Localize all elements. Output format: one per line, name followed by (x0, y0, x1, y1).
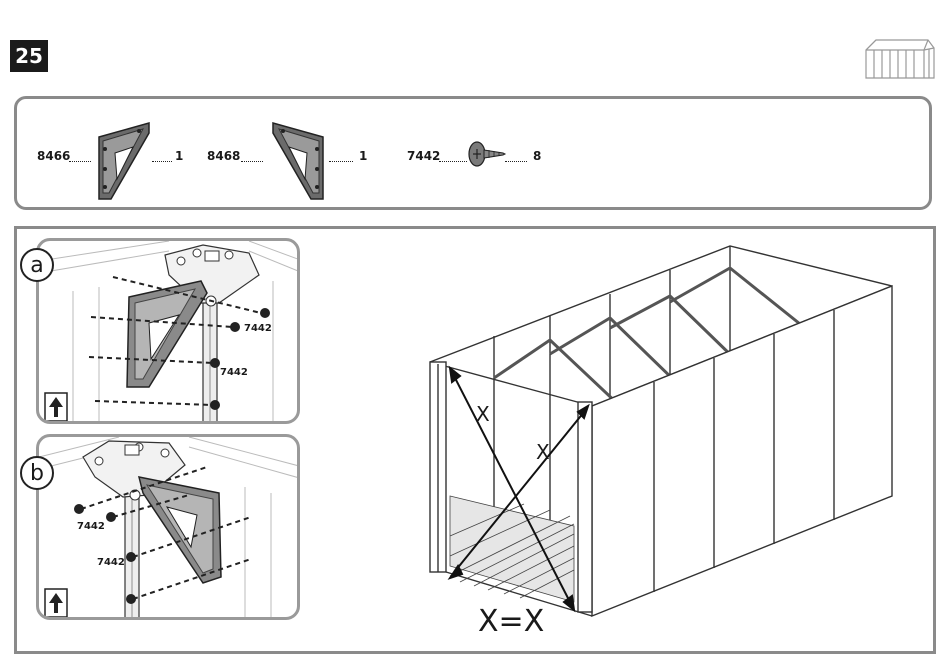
diagonal-label-2: X (536, 440, 550, 464)
screw-label: 7442 (77, 521, 105, 532)
parts-list-panel: 8466 1 8468 1 7442 8 (14, 96, 932, 210)
bracket-8468-icon (267, 119, 327, 203)
detail-a-panel: 7442 7442 (36, 238, 300, 424)
screw-label: 7442 (97, 557, 125, 568)
diagonal-label-1: X (476, 402, 490, 426)
diagonals-equal-note: X=X (478, 604, 544, 639)
shed-thumbnail-icon (862, 36, 938, 80)
dotted-leader (241, 161, 263, 162)
part-qty-8468: 1 (359, 149, 367, 163)
part-code-8466: 8466 (37, 149, 70, 163)
step-number-badge: 25 (10, 40, 48, 72)
up-orientation-icon (45, 393, 67, 421)
bracket-8466-icon (95, 119, 155, 203)
detail-a-label: a (20, 248, 54, 282)
up-orientation-icon (45, 589, 67, 617)
dotted-leader (69, 161, 91, 162)
part-code-7442: 7442 (407, 149, 440, 163)
dotted-leader (152, 161, 172, 162)
part-qty-7442: 8 (533, 149, 541, 163)
dotted-leader (505, 161, 527, 162)
screw-7442-icon (467, 139, 507, 169)
dotted-leader (439, 161, 467, 162)
screw-label: 7442 (244, 323, 272, 334)
shed-frame-illustration (420, 236, 900, 620)
part-qty-8466: 1 (175, 149, 183, 163)
part-code-8468: 8468 (207, 149, 240, 163)
detail-b-label: b (20, 456, 54, 490)
screw-label: 7442 (220, 367, 248, 378)
detail-b-panel: 7442 7442 (36, 434, 300, 620)
dotted-leader (329, 161, 353, 162)
